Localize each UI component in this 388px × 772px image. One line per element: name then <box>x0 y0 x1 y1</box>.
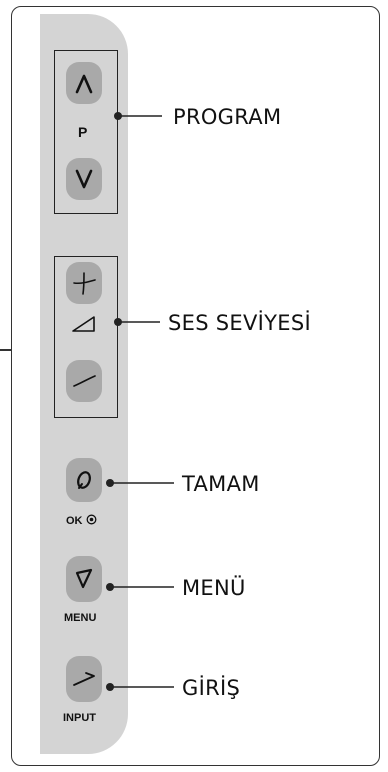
program-p-label: P <box>78 124 88 140</box>
volume-up-button <box>66 262 102 304</box>
volume-label: SES SEVİYESİ <box>168 311 311 335</box>
menu-function-label: MENÜ <box>182 576 246 600</box>
minus-icon <box>73 375 96 387</box>
input-button <box>66 656 102 702</box>
menu-button <box>66 556 102 602</box>
caret-down-icon <box>75 169 93 189</box>
program-label: PROGRAM <box>173 105 282 129</box>
outer-frame <box>11 6 380 766</box>
program-down-button <box>66 158 102 200</box>
volume-group-box <box>54 256 118 418</box>
volume-triangle-icon <box>72 316 95 332</box>
volume-leader <box>114 318 160 326</box>
ok-label: OK <box>66 514 97 527</box>
menu-leader <box>106 583 174 591</box>
input-small-label: INPUT <box>63 712 96 724</box>
program-leader <box>114 112 162 120</box>
input-function-label: GİRİŞ <box>182 676 241 700</box>
ok-leader <box>106 479 174 487</box>
volume-down-button <box>66 360 102 402</box>
target-dot-icon <box>86 514 97 525</box>
menu-small-label: MENU <box>64 612 97 624</box>
ok-function-label: TAMAM <box>182 472 260 496</box>
input-leader <box>106 683 174 691</box>
side-tick <box>0 349 11 351</box>
zero-icon <box>77 471 91 489</box>
ok-label-text: OK <box>66 515 83 527</box>
menu-triangle-icon <box>75 568 93 589</box>
program-up-button <box>66 62 102 104</box>
plus-icon <box>73 272 96 295</box>
arrow-right-icon <box>73 672 95 686</box>
program-group-box <box>54 50 118 214</box>
ok-button <box>66 458 102 502</box>
caret-up-icon <box>75 74 93 94</box>
